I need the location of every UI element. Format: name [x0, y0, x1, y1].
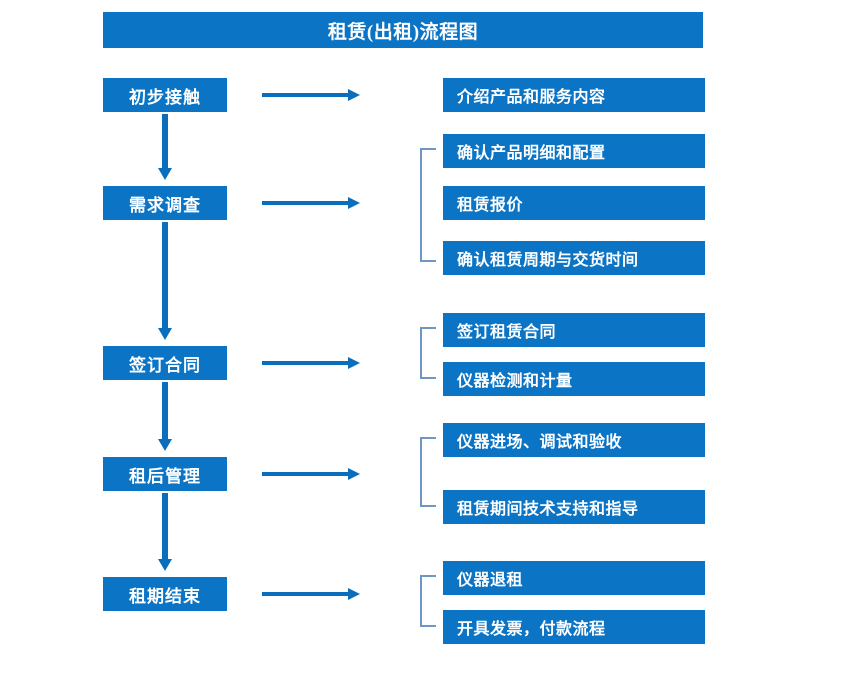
detail-label: 仪器进场、调试和验收	[457, 434, 623, 451]
arrow-down-icon-contract-to-management	[157, 382, 173, 453]
detail-label: 开具发票，付款流程	[457, 621, 606, 638]
bracket-icon-contract-signing-group	[419, 327, 437, 379]
stage-box-contract-signing[interactable]: 签订合同	[103, 346, 227, 380]
arrow-right-icon-rental-end	[262, 587, 362, 601]
detail-box-instrument-entry-commissioning[interactable]: 仪器进场、调试和验收	[443, 423, 705, 457]
stage-box-initial-contact[interactable]: 初步接触	[103, 78, 227, 112]
stage-box-requirement-survey[interactable]: 需求调查	[103, 186, 227, 220]
stage-label: 签订合同	[129, 355, 201, 375]
arrow-down-icon-survey-to-contract	[157, 222, 173, 342]
arrow-down-icon-contact-to-survey	[157, 114, 173, 182]
arrow-right-icon-contract-signing	[262, 356, 362, 370]
detail-box-instrument-return[interactable]: 仪器退租	[443, 561, 705, 595]
detail-label: 签订租赁合同	[457, 324, 557, 341]
detail-box-rental-quotation[interactable]: 租赁报价	[443, 186, 705, 220]
detail-box-confirm-period-delivery[interactable]: 确认租赁周期与交货时间	[443, 241, 705, 275]
bracket-icon-requirement-survey-group	[419, 148, 437, 262]
detail-box-confirm-product-spec[interactable]: 确认产品明细和配置	[443, 134, 705, 168]
detail-label: 租赁报价	[457, 197, 524, 214]
detail-box-technical-support[interactable]: 租赁期间技术支持和指导	[443, 490, 705, 524]
detail-label: 仪器退租	[457, 572, 524, 589]
detail-box-invoice-payment[interactable]: 开具发票，付款流程	[443, 610, 705, 644]
detail-box-sign-rental-contract[interactable]: 签订租赁合同	[443, 313, 705, 347]
detail-label: 确认租赁周期与交货时间	[457, 252, 639, 269]
stage-box-rental-end[interactable]: 租期结束	[103, 577, 227, 611]
arrow-down-icon-management-to-end	[157, 493, 173, 573]
page-title: 租赁(出租)流程图	[103, 12, 703, 48]
arrow-right-icon-post-rental	[262, 467, 362, 481]
detail-label: 租赁期间技术支持和指导	[457, 501, 639, 518]
detail-box-introduce-products[interactable]: 介绍产品和服务内容	[443, 78, 705, 112]
detail-label: 仪器检测和计量	[457, 373, 573, 390]
stage-box-post-rental-management[interactable]: 租后管理	[103, 457, 227, 491]
arrow-right-icon-initial-contact	[262, 88, 362, 102]
bracket-icon-rental-end-group	[419, 575, 437, 627]
detail-box-instrument-inspection[interactable]: 仪器检测和计量	[443, 362, 705, 396]
stage-label: 需求调查	[129, 195, 201, 215]
bracket-icon-post-rental-group	[419, 437, 437, 507]
detail-label: 确认产品明细和配置	[457, 145, 606, 162]
stage-label: 初步接触	[129, 87, 201, 107]
detail-label: 介绍产品和服务内容	[457, 89, 606, 106]
stage-label: 租期结束	[129, 586, 201, 606]
arrow-right-icon-requirement-survey	[262, 196, 362, 210]
stage-label: 租后管理	[129, 466, 201, 486]
